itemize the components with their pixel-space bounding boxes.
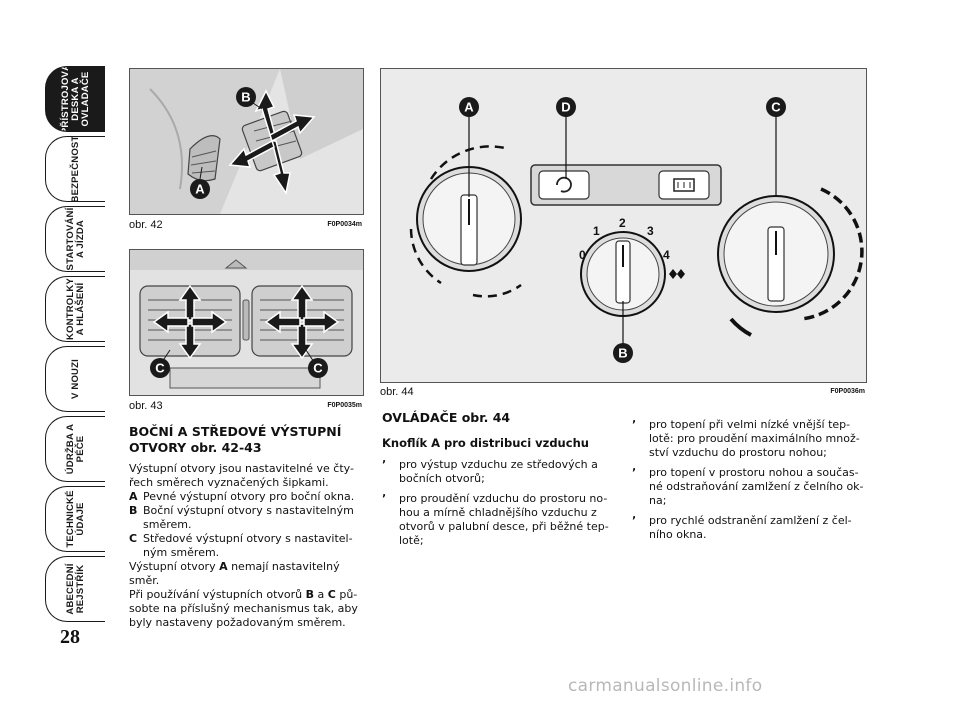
fan-speed-0: 0 <box>579 248 586 262</box>
label-d: D <box>561 100 570 115</box>
feet-vent-icon: ʼ <box>632 418 637 431</box>
figure-44-controls: A D C 0 1 2 3 4 B <box>380 68 867 383</box>
section-heading-controls: OVLÁDAČE obr. 44 <box>382 410 511 425</box>
label-c-knob-marker <box>766 97 786 117</box>
label-b-knob-marker <box>613 343 633 363</box>
label-a: A <box>195 182 205 197</box>
label-c-left-marker <box>150 358 170 378</box>
label-c-knob: C <box>771 100 781 115</box>
side-vent-illustration: B A <box>130 69 363 214</box>
figure-42-code: F0P0034m <box>327 221 362 228</box>
figure-43-central-vents: C C <box>129 249 364 396</box>
vents-usage-note: Při používání výstupních otvorů B a C pů… <box>129 588 358 629</box>
tab-udrzba[interactable]: ÚDRŽBA A PÉČE <box>45 416 105 482</box>
tab-label: STARTOVÁNÍ A JÍZDA <box>64 207 86 271</box>
tab-label: ÚDRŽBA A PÉČE <box>64 423 86 475</box>
windshield-defrost-icon: ʼ <box>632 514 637 527</box>
feet-defrost-icon: ʼ <box>632 466 637 479</box>
label-b-knob: B <box>618 346 627 361</box>
face-vent-icon: ʼ <box>382 458 387 471</box>
page-number: 28 <box>60 626 80 648</box>
label-a-knob-marker <box>459 97 479 117</box>
tab-kontrolky[interactable]: KONTROLKY A HLÁŠENÍ <box>45 276 105 342</box>
label-c-left: C <box>155 361 165 376</box>
label-a-marker <box>190 179 210 199</box>
label-b: B <box>241 90 250 105</box>
label-a-knob: A <box>464 100 474 115</box>
label-c-right: C <box>313 361 323 376</box>
figure-42-side-vents: B A <box>129 68 364 215</box>
fan-icon <box>669 269 685 279</box>
tab-label: BEZPEČNOST <box>69 136 81 202</box>
label-b-marker <box>236 87 256 107</box>
fan-speed-3: 3 <box>647 224 654 238</box>
tab-label: KONTROLKY A HLÁŠENÍ <box>64 278 86 340</box>
central-vent-illustration: C C <box>130 250 363 395</box>
tab-v-nouzi[interactable]: V NOUZI <box>45 346 105 412</box>
middle-text-column: OVLÁDAČE obr. 44 Knoflík A pro distribuc… <box>382 410 616 554</box>
heater-controls-illustration: A D C 0 1 2 3 4 B <box>381 69 866 382</box>
recirculation-icon <box>556 176 572 193</box>
tab-label: V NOUZI <box>69 359 81 399</box>
tab-label: TECHNICKÉ ÚDAJE <box>64 490 86 548</box>
vents-fixed-note: Výstupní otvory A nemají nastavitelný sm… <box>129 560 340 587</box>
tab-bezpecnost[interactable]: BEZPEČNOST <box>45 136 105 202</box>
tab-label: PŘÍSTROJOVÁ DESKA A OVLADAČE <box>59 66 91 132</box>
watermark: carmanualsonline.info <box>568 676 763 696</box>
vents-intro: Výstupní otvory jsou nastavitelné ve čty… <box>129 462 354 489</box>
tab-label: ABECEDNÍ REJSTŘÍK <box>64 563 86 615</box>
tab-abecedni-rejstrik[interactable]: ABECEDNÍ REJSTŘÍK <box>45 556 105 622</box>
tab-pristrojova-deska[interactable]: PŘÍSTROJOVÁ DESKA A OVLADAČE <box>45 66 105 132</box>
knob-a-subheading: Knoflík A pro distribuci vzduchu <box>382 436 589 450</box>
tab-technicke-udaje[interactable]: TECHNICKÉ ÚDAJE <box>45 486 105 552</box>
figure-43-caption: obr. 43 <box>129 400 163 412</box>
bilevel-vent-icon: ʼ <box>382 492 387 505</box>
figure-43-code: F0P0035m <box>327 402 362 409</box>
fan-speed-1: 1 <box>593 224 600 238</box>
fan-speed-2: 2 <box>619 216 626 230</box>
figure-42-caption: obr. 42 <box>129 219 163 231</box>
label-c-right-marker <box>308 358 328 378</box>
recirculation-button <box>538 170 590 200</box>
rear-defrost-icon <box>673 178 695 192</box>
figure-44-code: F0P0036m <box>830 388 865 395</box>
label-d-marker <box>556 97 576 117</box>
tab-startovani[interactable]: STARTOVÁNÍ A JÍZDA <box>45 206 105 272</box>
fan-speed-4: 4 <box>663 248 670 262</box>
left-text-column: BOČNÍ A STŘEDOVÉ VÝSTUPNÍ OTVORY obr. 42… <box>129 424 364 630</box>
section-heading-vents: BOČNÍ A STŘEDOVÉ VÝSTUPNÍ OTVORY obr. 42… <box>129 424 342 455</box>
figure-44-caption: obr. 44 <box>380 386 414 398</box>
